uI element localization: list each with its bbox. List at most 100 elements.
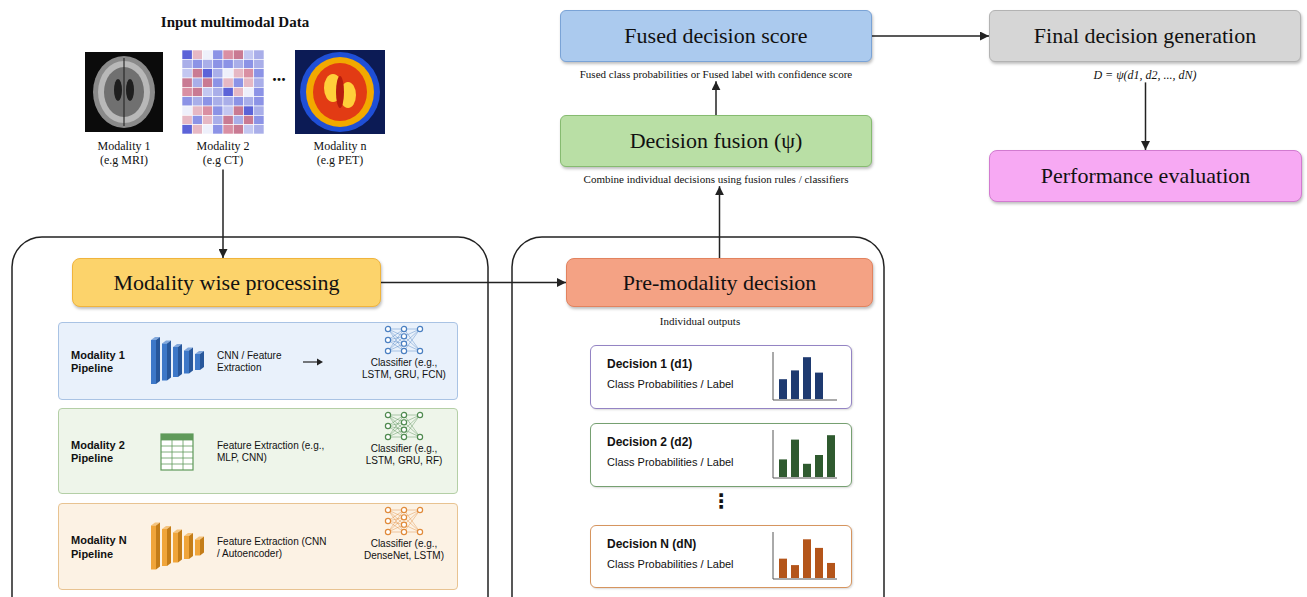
drawing-part xyxy=(244,97,254,106)
drawing-part xyxy=(161,458,193,459)
extractor-label: Feature Extraction (CNN / Autoencoder) xyxy=(217,536,329,560)
flow-arrow xyxy=(381,282,566,284)
drawing-part xyxy=(233,78,243,87)
drawing-part xyxy=(162,344,167,381)
drawing-part xyxy=(161,464,193,465)
flow-arrow xyxy=(715,81,717,115)
header-text: Performance evaluation xyxy=(1041,163,1251,189)
drawing-part xyxy=(192,78,202,87)
drawing-part xyxy=(306,57,374,127)
drawing-part xyxy=(779,459,787,477)
drawing-part xyxy=(401,529,406,534)
classifier-label: Classifier (e.g., LSTM, GRU, RF) xyxy=(359,443,449,467)
drawing-part xyxy=(300,52,380,132)
drawing-part xyxy=(151,340,156,384)
drawing-part xyxy=(815,455,823,477)
drawing-part xyxy=(85,52,163,132)
decision-card: Decision 2 (d2)Class Probabilities / Lab… xyxy=(590,423,852,487)
drawing-part xyxy=(123,58,124,126)
drawing-part xyxy=(189,533,193,559)
process-header: Pre-modality decision xyxy=(566,258,873,307)
drawing-part xyxy=(385,518,390,523)
drawing-part xyxy=(183,434,184,470)
drawing-part xyxy=(401,341,406,346)
drawing-part xyxy=(401,522,406,527)
pipeline-box: Modality 2 PipelineFeature Extraction (e… xyxy=(58,408,458,494)
drawing-part xyxy=(385,337,390,342)
flow-arrow xyxy=(872,35,989,37)
drawing-part xyxy=(203,115,213,124)
drawing-part xyxy=(233,59,243,68)
drawing-part xyxy=(182,69,192,78)
drawing-part xyxy=(417,348,422,353)
drawing-part xyxy=(167,341,171,381)
modality-image: Modality 2 (e.g CT) xyxy=(176,50,270,170)
drawing-part xyxy=(827,563,835,578)
drawing-part xyxy=(254,97,264,106)
extractor-label: CNN / Feature Extraction xyxy=(217,350,297,374)
drawing-part xyxy=(385,412,390,417)
drawing-part xyxy=(244,50,254,59)
ellipsis-mark: ⋮ xyxy=(706,490,736,512)
drawing-part xyxy=(254,125,264,134)
drawing-part xyxy=(182,59,192,68)
drawing-part xyxy=(223,106,233,115)
drawing-part xyxy=(336,76,344,108)
drawing-part xyxy=(417,507,422,512)
drawing-part xyxy=(404,329,420,351)
drawing-part xyxy=(233,106,243,115)
drawing-part xyxy=(401,515,406,520)
ellipsis-mark: ... xyxy=(266,66,292,86)
decision-title: Decision N (dN) xyxy=(607,537,696,551)
drawing-part xyxy=(401,434,406,439)
drawing-part xyxy=(244,87,254,96)
decision-box: Final decision generation xyxy=(989,10,1301,62)
drawing-part xyxy=(192,115,202,124)
drawing-part xyxy=(791,440,799,477)
decision-card: Decision 1 (d1)Class Probabilities / Lab… xyxy=(590,345,852,409)
drawing-part xyxy=(126,79,134,101)
classifier-label: Classifier (e.g., LSTM, GRU, FCN) xyxy=(359,357,449,381)
drawing-part xyxy=(417,434,422,439)
modality-image: Modality 1 (e.g MRI) xyxy=(80,50,168,170)
drawing-part xyxy=(827,435,835,477)
drawing-part xyxy=(815,548,823,578)
process-header: Modality wise processing xyxy=(72,258,381,307)
drawing-part xyxy=(161,434,193,440)
drawing-part xyxy=(151,526,156,570)
drawing-part xyxy=(303,361,317,362)
drawing-part xyxy=(254,69,264,78)
drawing-part xyxy=(404,510,420,532)
drawing-part xyxy=(223,87,233,96)
drawing-part xyxy=(244,59,254,68)
pipeline-title: Modality 1 Pipeline xyxy=(71,349,137,375)
drawing-part xyxy=(213,106,223,115)
section-note: Individual outputs xyxy=(640,315,760,327)
drawing-part xyxy=(192,87,202,96)
drawing-part xyxy=(404,415,420,437)
drawing-part xyxy=(385,507,390,512)
pipeline-title: Modality N Pipeline xyxy=(71,534,137,560)
drawing-part xyxy=(182,97,192,106)
drawing-part xyxy=(192,59,202,68)
box-title: Fused decision score xyxy=(624,23,807,49)
drawing-part xyxy=(401,427,406,432)
box-title: Final decision generation xyxy=(1034,23,1256,49)
drawing-part xyxy=(192,106,202,115)
drawing-part xyxy=(192,69,202,78)
drawing-part xyxy=(317,359,323,366)
drawing-part xyxy=(213,125,223,134)
box-caption: D = ψ(d1, d2, ..., dN) xyxy=(985,68,1305,82)
drawing-part xyxy=(404,510,420,532)
drawing-part xyxy=(791,370,799,399)
drawing-part xyxy=(172,434,173,470)
drawing-part xyxy=(233,115,243,124)
scan-image xyxy=(85,50,163,134)
score-box: Fused decision score xyxy=(560,10,872,62)
drawing-part xyxy=(203,125,213,134)
drawing-part xyxy=(213,78,223,87)
drawing-part xyxy=(156,337,160,384)
pipeline-title: Modality 2 Pipeline xyxy=(71,439,137,465)
process-node: Fused decision scoreFused class probabil… xyxy=(540,10,892,81)
